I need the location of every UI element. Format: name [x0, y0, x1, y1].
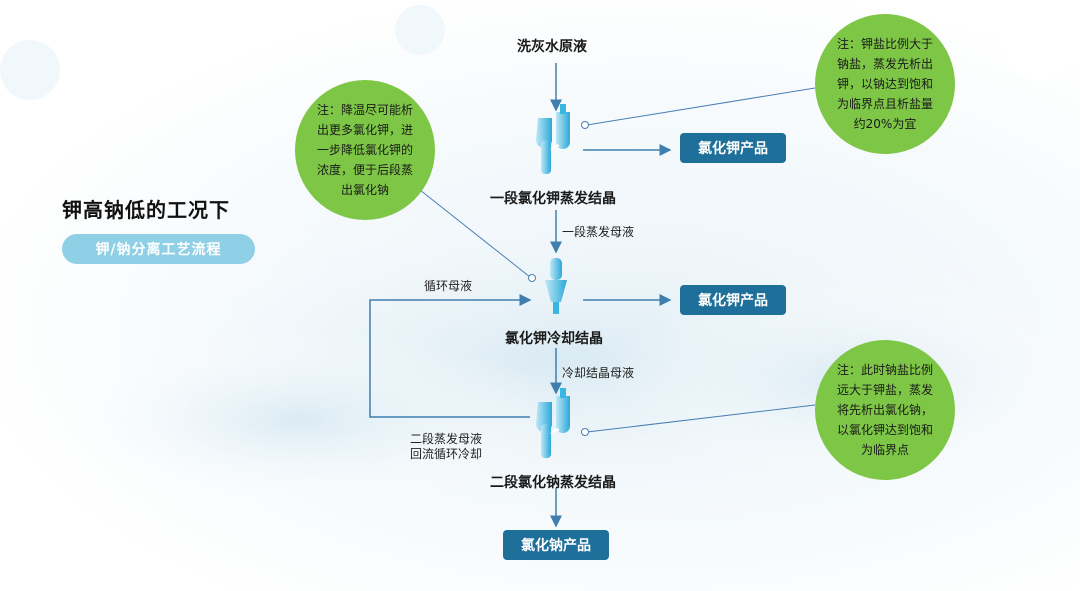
- note-left: 注：降温尽可能析 出更多氯化钾，进 一步降低氯化钾的 浓度，便于后段蒸 出氯化钠: [295, 80, 435, 220]
- note-line: 注：此时钠盐比例: [836, 363, 933, 377]
- product-box-kcl-1: 氯化钾产品: [680, 133, 786, 163]
- note-line: 为临界点: [860, 443, 909, 457]
- note-line: 将先析出氯化钠，: [836, 403, 933, 417]
- stream-label-s1: 一段蒸发母液: [562, 225, 635, 239]
- stream-label-recycle-in: 循环母液: [424, 279, 473, 293]
- note-line: 出更多氯化钾，进: [316, 123, 413, 137]
- note-line: 注：降温尽可能析: [316, 103, 413, 117]
- note-right-top: 注：钾盐比例大于 钠盐，蒸发先析出 钾，以钠达到饱和 为临界点且析盐量 约20%…: [815, 14, 955, 154]
- stage1-label: 一段氯化钾蒸发结晶: [490, 191, 616, 207]
- note-line: 为临界点且析盐量: [836, 97, 933, 111]
- stream-label-s2: 冷却结晶母液: [562, 366, 635, 380]
- product-box-kcl-2: 氯化钾产品: [680, 285, 786, 315]
- connector-dot: [581, 428, 589, 436]
- note-line: 出氯化钠: [340, 183, 389, 197]
- product-box-nacl: 氯化钠产品: [503, 530, 609, 560]
- connector-dot: [581, 121, 589, 129]
- stream-label-recycle-out-2: 回流循环冷却: [410, 447, 483, 461]
- recycle-loop: [369, 294, 532, 418]
- evaporator-icon: [536, 104, 570, 174]
- note-line: 以氯化钾达到饱和: [836, 423, 933, 437]
- note-line: 一步降低氯化钾的: [316, 143, 413, 157]
- note-line: 钾，以钠达到饱和: [836, 77, 933, 91]
- note-line: 远大于钾盐，蒸发: [836, 383, 933, 397]
- right-top-note-connector: [586, 87, 816, 126]
- right-bottom-note-connector: [586, 404, 816, 433]
- page-title: 钾高钠低的工况下: [62, 198, 230, 222]
- feed-label: 洗灰水原液: [517, 39, 587, 55]
- stage3-label: 二段氯化钠蒸发结晶: [490, 475, 616, 491]
- note-right-bottom: 注：此时钠盐比例 远大于钾盐，蒸发 将先析出氯化钠， 以氯化钾达到饱和 为临界点: [815, 340, 955, 480]
- note-line: 注：钾盐比例大于: [836, 37, 933, 51]
- stream-label-recycle-out-1: 二段蒸发母液: [410, 432, 483, 446]
- note-line: 约20%为宜: [853, 117, 917, 131]
- left-note-connector: [419, 189, 531, 278]
- note-line: 钠盐，蒸发先析出: [836, 57, 933, 71]
- connector-dot: [528, 274, 536, 282]
- stage2-label: 氯化钾冷却结晶: [505, 331, 603, 347]
- subtitle-pill: 钾/钠分离工艺流程: [62, 234, 255, 264]
- note-line: 浓度，便于后段蒸: [316, 163, 413, 177]
- evaporator-icon: [536, 388, 570, 458]
- cooling-crystallizer-icon: [545, 258, 567, 314]
